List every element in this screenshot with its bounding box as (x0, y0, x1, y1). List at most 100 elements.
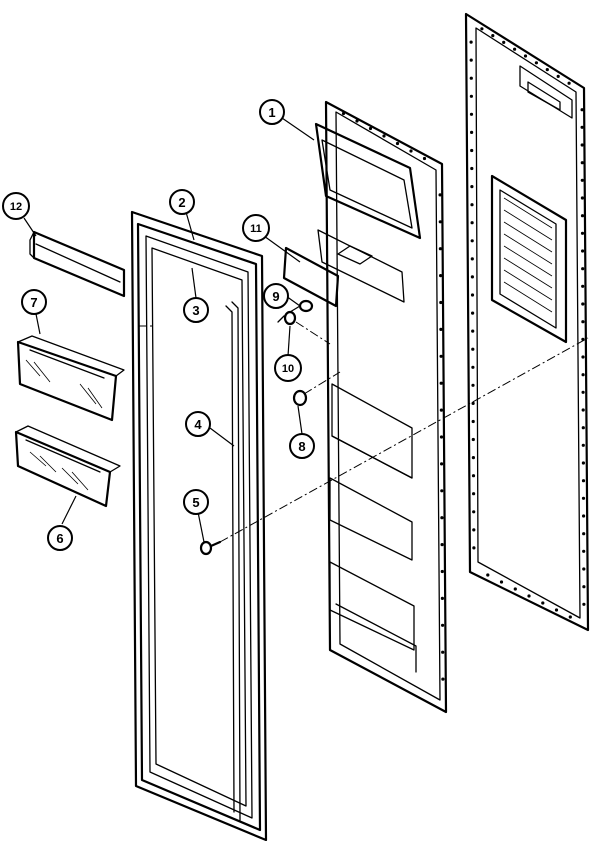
rivet-dot (472, 528, 476, 532)
callout-8: 8 (289, 433, 315, 459)
inner-door-liner (314, 100, 448, 714)
rivet-dot (581, 496, 586, 500)
rivet-dot (422, 156, 427, 161)
rivet-dot (470, 293, 475, 297)
rivet-dot (471, 347, 475, 351)
plug-8 (292, 389, 308, 407)
rivet-dot (471, 419, 475, 424)
rivet-dot (580, 214, 585, 218)
rivet-dot (409, 149, 413, 153)
callout-label: 5 (192, 495, 199, 510)
callout-2: 2 (169, 189, 195, 215)
rivet-dot (438, 247, 442, 251)
rivet-dot (341, 111, 346, 116)
rivet-dot (581, 408, 585, 412)
rivet-dot (368, 126, 373, 131)
rivet-dot (470, 166, 474, 171)
rivet-dot (480, 27, 484, 31)
rivet-dot (438, 193, 442, 197)
callout-label: 9 (272, 289, 279, 304)
rivet-dot (581, 355, 585, 359)
rivet-dot (440, 489, 444, 493)
rivet-dot (580, 108, 584, 112)
rivet-dot (469, 94, 473, 98)
rivet-dot (470, 257, 474, 261)
callout-6: 6 (47, 525, 73, 551)
rivet-dot (471, 311, 475, 315)
rivet-dot (440, 516, 444, 520)
callout-5: 5 (183, 489, 209, 515)
rivet-dot (581, 373, 585, 377)
door-bin-6 (14, 425, 121, 508)
callout-label: 6 (56, 531, 63, 546)
rivet-dot (527, 594, 531, 598)
rivet-dot (580, 178, 584, 182)
rivet-dot (581, 302, 585, 306)
leader-lines (23, 117, 315, 543)
rivet-dot (581, 284, 585, 288)
rivet-dot (382, 134, 386, 138)
callout-7: 7 (21, 289, 47, 315)
rivet-dot (502, 40, 506, 45)
rivet-dot (439, 435, 444, 439)
rivet-dot (471, 365, 475, 369)
rivet-dot (438, 220, 442, 224)
rivet-dot (440, 569, 444, 574)
rivet-dot (554, 608, 559, 612)
rivet-dot (556, 74, 560, 78)
door-gasket (130, 210, 268, 841)
rivet-dot (581, 249, 585, 253)
shelf-bar-12 (29, 230, 126, 298)
rivet-dot (472, 510, 476, 514)
rivet-dot (469, 40, 473, 44)
rivet-dot (470, 221, 474, 225)
callout-10: 10 (274, 354, 302, 382)
screw-5 (199, 540, 222, 556)
rivet-dot (580, 125, 584, 129)
rivet-dot (440, 596, 444, 601)
callout-9: 9 (263, 283, 289, 309)
callout-label: 3 (192, 303, 199, 318)
rivet-dot (580, 143, 584, 147)
rivet-dot (470, 148, 474, 153)
rivet-dot (580, 231, 585, 235)
rivet-dot (355, 119, 359, 123)
rivet-dot (439, 354, 443, 358)
callout-11: 11 (242, 214, 270, 242)
rivet-dot (472, 546, 476, 550)
rivet-dot (582, 602, 586, 606)
rivet-dot (580, 196, 585, 200)
screw-9 (289, 299, 314, 313)
callout-12: 12 (2, 192, 30, 220)
rivet-dot (439, 408, 443, 412)
rivet-dot (441, 650, 445, 654)
rivet-dot (581, 320, 585, 324)
rivet-dot (439, 274, 443, 278)
rivet-dot (513, 47, 517, 51)
rivet-dot (439, 300, 443, 305)
rivet-dot (491, 34, 495, 38)
rivet-dot (441, 623, 445, 627)
callout-label: 4 (194, 417, 202, 432)
rivet-dot (471, 456, 475, 460)
rivet-dot (523, 54, 528, 58)
rivet-dot (440, 543, 444, 547)
rivet-dot (472, 492, 476, 496)
rivet-dot (541, 601, 545, 605)
callout-label: 2 (178, 195, 185, 210)
rivet-dot (471, 329, 475, 333)
rivet-dot (581, 390, 585, 394)
callout-label: 11 (250, 223, 262, 235)
rivet-dot (395, 141, 400, 146)
callout-label: 8 (298, 439, 305, 454)
rivet-dot (581, 426, 585, 430)
rivet-dot (534, 61, 539, 65)
rivet-dot (471, 383, 475, 387)
rivet-dot (582, 532, 586, 536)
rivet-dot (581, 267, 585, 271)
rivet-dot (581, 461, 586, 465)
rivet-dot (582, 585, 586, 589)
rivet-dot (471, 437, 475, 442)
rivet-dot (470, 185, 474, 189)
